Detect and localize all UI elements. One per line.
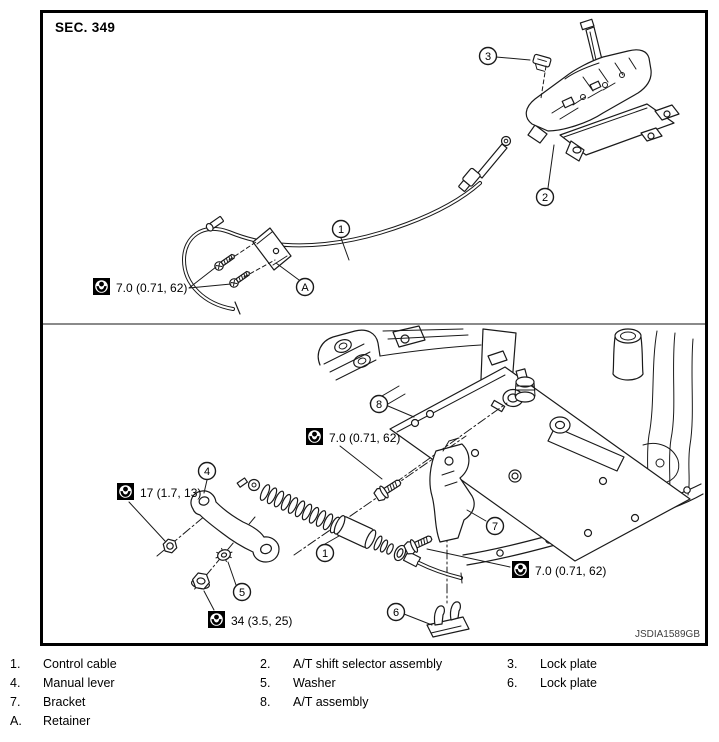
bracket-art [429,437,475,543]
torque-spec-lever-nut: 17 (1.7, 13) [117,483,201,542]
torque-spec-plate-bolt: 7.0 (0.71, 62) [306,428,400,480]
torque-wrench-icon [117,483,134,500]
svg-text:34 (3.5, 25): 34 (3.5, 25) [231,614,292,628]
screw-icon [227,259,276,290]
callout-4: 4 [197,461,217,494]
nut-icon [162,538,178,554]
legend-item: 8. A/T assembly [260,694,369,710]
callout-2: 2 [535,144,555,207]
legend-item-key: 8. [260,695,271,709]
legend-item-key: 4. [10,676,21,690]
svg-text:1: 1 [322,548,328,560]
torque-spec-retainer: 7.0 (0.71, 62) [93,266,232,295]
legend-item: 6. Lock plate [507,675,597,691]
svg-text:7.0 (0.71, 62): 7.0 (0.71, 62) [329,431,400,445]
lock-plate-bottom-art [426,601,470,638]
legend-item-key: 7. [10,695,21,709]
legend-item: 7. Bracket [10,694,85,710]
legend-item-key: 3. [507,657,518,671]
legend-item-label: Lock plate [540,676,597,690]
figure-frame: SEC. 349 [40,10,708,646]
legend-item-key: 5. [260,676,271,690]
bolt-icon [372,475,405,504]
torque-wrench-icon [208,611,225,628]
svg-text:2: 2 [542,192,548,204]
svg-text:17 (1.7, 13): 17 (1.7, 13) [140,486,201,500]
legend-item-label: Control cable [43,657,117,671]
legend-item: 4. Manual lever [10,675,115,691]
screw-icon [212,241,257,273]
svg-text:1: 1 [338,224,344,236]
torque-wrench-icon [93,278,110,295]
spring-coil-art [259,484,341,534]
legend-item: 3. Lock plate [507,656,597,672]
svg-text:7.0 (0.71, 62): 7.0 (0.71, 62) [535,564,606,578]
control-cable-bottom-art [236,477,463,584]
svg-text:5: 5 [239,587,245,599]
retainer-art [252,227,292,271]
callout-5: 5 [227,561,252,602]
callout-1-bottom: 1 [315,535,340,563]
top-section-art: 7.0 (0.71, 62) 1 2 3 [93,18,680,315]
legend: 1. Control cable 2. A/T shift selector ass… [0,652,719,742]
legend-item-label: Bracket [43,695,86,709]
legend-item-label: A/T assembly [293,695,369,709]
legend-item: 2. A/T shift selector assembly [260,656,442,672]
svg-text:7.0 (0.71, 62): 7.0 (0.71, 62) [116,281,187,295]
svg-text:8: 8 [376,399,382,411]
manual-lever-art [190,490,280,563]
svg-text:3: 3 [485,51,491,63]
grommet-axis-line [394,402,508,484]
legend-item: 1. Control cable [10,656,117,672]
legend-item: A. Retainer [10,713,90,729]
legend-item-key: A. [10,714,22,728]
legend-item-label: Manual lever [43,676,115,690]
callout-1-top: 1 [331,219,351,261]
shift-selector-assembly-art [525,18,680,162]
figure-code: JSDIA1589GB [634,629,700,640]
callout-8: 8 [369,394,415,418]
torque-spec-bracket-bolt: 7.0 (0.71, 62) [426,548,606,578]
at-mounting-plate-art [389,366,691,562]
callout-6: 6 [386,602,433,626]
torque-wrench-icon [512,561,529,578]
section-label: SEC. 349 [55,20,116,35]
legend-item-key: 2. [260,657,271,671]
legend-item: 5. Washer [260,675,336,691]
svg-text:7: 7 [492,521,498,533]
control-cable-top-art [181,135,512,315]
legend-item-label: A/T shift selector assembly [293,657,443,671]
torque-spec-cable-nut: 34 (3.5, 25) [203,590,292,628]
callout-3: 3 [478,46,531,66]
torque-wrench-icon [306,428,323,445]
washer-icon [215,547,233,563]
legend-item-key: 6. [507,676,518,690]
svg-text:A: A [301,282,309,294]
exploded-view-diagram: 7.0 (0.71, 62) 1 2 3 [43,18,705,638]
legend-item-label: Retainer [43,714,91,728]
bottom-section-art: 7.0 (0.71, 62) 17 (1.7, 13) 34 (3.5, 25)… [117,325,704,638]
legend-item-label: Washer [293,676,336,690]
bolt-icon [402,531,435,557]
svg-text:6: 6 [393,607,399,619]
callout-7: 7 [466,509,505,536]
legend-item-key: 1. [10,657,21,671]
callout-A: A [275,262,315,297]
legend-item-label: Lock plate [540,657,597,671]
lock-plate-top-art [532,53,552,99]
nut-icon [190,572,210,590]
svg-text:4: 4 [204,466,210,478]
